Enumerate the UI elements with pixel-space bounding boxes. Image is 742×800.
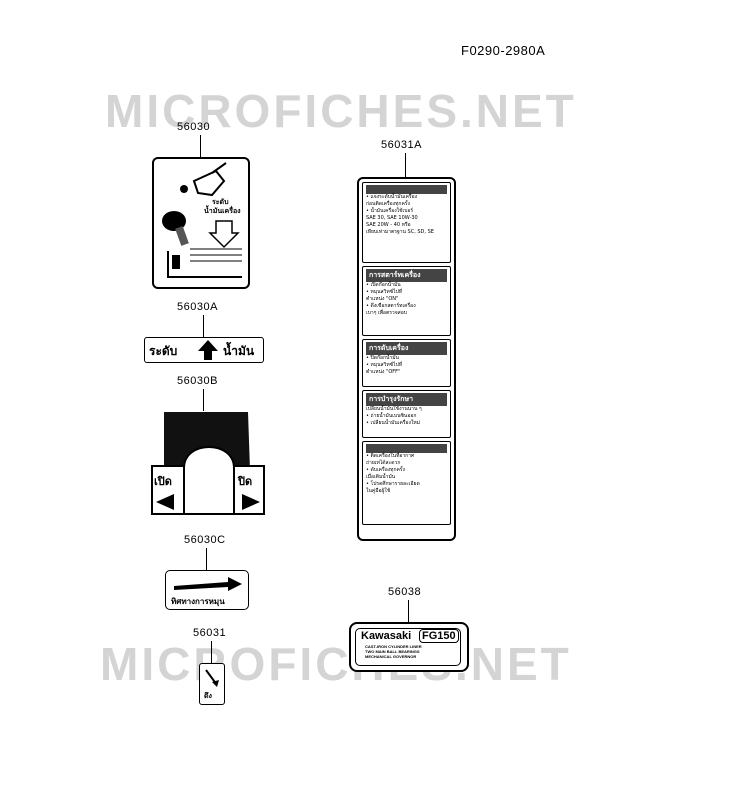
section-line: ตำแหน่ง "ON"	[366, 296, 399, 302]
section-line: SAE 30, SAE 10W-30	[366, 215, 418, 221]
oil-level-right-text: น้ำมัน	[223, 344, 255, 358]
leader-56030A	[203, 315, 204, 337]
section-line: SAE 20W - 40 หรือ	[366, 222, 411, 228]
section-line: • เปิดก๊อกน้ำมัน	[366, 282, 401, 288]
close-text: ปิด	[238, 475, 253, 488]
brand-spec-line: TWO MAIN BALL BEARINGS	[365, 649, 420, 654]
model-text: FG150	[419, 629, 459, 643]
leader-56030C	[206, 548, 207, 570]
instruction-section-safety: • ติดเครื่องในที่อากาศ ถ่ายเทได้สะดวก • …	[362, 441, 451, 525]
section-line: • ติดเครื่องในที่อากาศ	[366, 453, 415, 459]
section-line: • น้ำมันเครื่องใช้เบอร์	[366, 208, 414, 214]
section-line: • หมุนสวิทซ์ไปที่	[366, 362, 403, 368]
leader-56030	[200, 135, 201, 157]
instruction-label: • แจงระดับน้ำมันเครื่อง ก่อนติดเครื่องทุ…	[357, 177, 456, 541]
section-line: • ถ่ายน้ำมันเบนซินออก	[366, 413, 417, 419]
instruction-section-storage: การบำรุงรักษา เปลี่ยนน้ำมันใช้งานนาน ๆ •…	[362, 390, 451, 438]
section-line: • ดับเครื่องทุกครั้ง	[366, 467, 405, 473]
rotation-text: ทิศทางการหมุน	[171, 597, 225, 606]
section-title-bar	[366, 444, 447, 453]
section-line: • หมุนสวิทซ์ไปที่	[366, 289, 403, 295]
part-number-56038: 56038	[388, 586, 422, 598]
brand-text: Kawasaki	[361, 630, 412, 642]
brand-spec-line: MECHANICAL GOVERNOR	[365, 654, 417, 659]
section-line: เทียบเท่ามาตรฐาน SC, SD, SE	[366, 229, 434, 235]
brand-label-inner	[355, 628, 461, 666]
rotation-label: ทิศทางการหมุน	[165, 570, 249, 610]
oil-level-left-text: ระดับ	[149, 344, 178, 358]
part-number-56030: 56030	[177, 121, 211, 133]
section-line: ถ่ายเทได้สะดวก	[366, 460, 401, 466]
oil-check-label: ระดับ น้ำมันเครื่อง	[152, 157, 250, 289]
section-line: • ปิดก๊อกน้ำมัน	[366, 355, 399, 361]
section-title: การบำรุงรักษา	[366, 393, 447, 406]
section-line: ก่อนติดเครื่องทุกครั้ง	[366, 201, 410, 207]
fuel-cock-label: เปิด ปิด	[150, 410, 266, 517]
section-line: ตำแหน่ง "OFF"	[366, 369, 401, 375]
pull-text: ดึง	[204, 692, 212, 700]
section-line: เมื่อเติมน้ำมัน	[366, 474, 396, 480]
open-text: เปิด	[154, 475, 172, 488]
rotation-arrow-icon	[174, 577, 242, 591]
section-line: • ดึงเชือกสตาร์ทเครื่อง	[366, 303, 416, 309]
oil-level-text-1: ระดับ	[212, 198, 229, 206]
leader-56031	[211, 641, 212, 663]
brand-label: Kawasaki FG150 CAST-IRON CYLINDER LINER …	[349, 622, 469, 672]
oil-level-text-2: น้ำมันเครื่อง	[204, 207, 241, 215]
section-line: ในคู่มือผู้ใช้	[366, 488, 391, 494]
section-line: เปลี่ยนน้ำมันใช้งานนาน ๆ	[366, 406, 422, 412]
brand-specs: CAST-IRON CYLINDER LINER TWO MAIN BALL B…	[365, 644, 422, 659]
section-line: • แจงระดับน้ำมันเครื่อง	[366, 194, 418, 200]
section-line: • โปรดศึกษารายละเอียด	[366, 481, 420, 487]
leader-56038	[408, 600, 409, 622]
pull-label: ดึง	[199, 663, 225, 705]
part-number-56031: 56031	[193, 627, 227, 639]
watermark-top: MICROFICHES.NET	[105, 85, 577, 137]
up-arrow-icon	[198, 340, 218, 360]
section-title-bar	[366, 185, 447, 194]
oil-can-icon	[162, 162, 242, 278]
instruction-section-stop: การดับเครื่อง • ปิดก๊อกน้ำมัน • หมุนสวิท…	[362, 339, 451, 387]
brand-spec-line: CAST-IRON CYLINDER LINER	[365, 644, 422, 649]
pull-arrow-icon	[205, 669, 219, 687]
oil-level-label: ระดับ น้ำมัน	[144, 337, 264, 363]
part-number-56031A: 56031A	[381, 139, 422, 151]
part-number-56030A: 56030A	[177, 301, 218, 313]
watermark-bottom: MICROFICHES.NET	[100, 638, 572, 690]
leader-56030B	[203, 389, 204, 411]
section-line: เบาๆ เพื่อตรวจสอบ	[366, 310, 407, 316]
section-title: การดับเครื่อง	[366, 342, 447, 355]
section-line: • เปลี่ยนน้ำมันเครื่องใหม่	[366, 420, 420, 426]
part-number-56030C: 56030C	[184, 534, 226, 546]
section-title: การสตาร์ทเครื่อง	[366, 269, 447, 282]
instruction-section-start: การสตาร์ทเครื่อง • เปิดก๊อกน้ำมัน • หมุน…	[362, 266, 451, 336]
fuel-cock-plate	[151, 412, 265, 515]
part-number-56030B: 56030B	[177, 375, 218, 387]
leader-56031A	[405, 153, 406, 177]
instruction-section-oil: • แจงระดับน้ำมันเครื่อง ก่อนติดเครื่องทุ…	[362, 182, 451, 263]
diagram-code: F0290-2980A	[461, 43, 546, 58]
